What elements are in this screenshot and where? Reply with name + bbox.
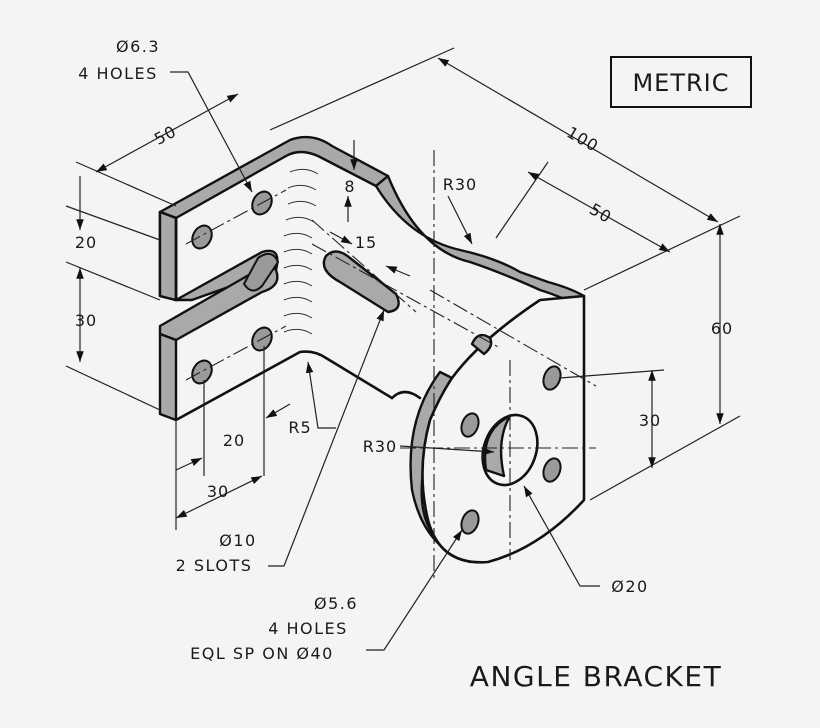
callout-slots-line1: Ø10 [219,531,256,550]
tab-hole-2 [191,224,213,250]
flange-hole-right [542,457,562,483]
radius-r5: R5 [288,418,311,437]
dim-8: 8 [344,177,355,196]
flange-hole-bottom [460,509,480,535]
lower-tab-side [158,332,178,422]
metric-label: METRIC [632,69,729,97]
callout-holes-5-6-line2: 4 HOLES [268,619,348,638]
top-r30-blend [374,174,586,308]
dim-60: 60 [711,319,733,338]
dim-50-top: 50 [151,122,180,149]
dim-30-left: 30 [75,311,97,330]
dim-20-bottom: 20 [223,431,245,450]
bend-hatching [283,168,319,335]
drawing-title: ANGLE BRACKET [470,660,722,693]
upper-tab-side [158,210,178,302]
annotations: Ø6.3 4 HOLES 50 100 50 8 15 R30 20 30 60… [75,37,733,663]
dim-50-right: 50 [586,199,615,227]
dim-15: 15 [355,233,377,252]
tab-hole-4 [191,359,213,385]
dim-30-right: 30 [639,411,661,430]
callout-holes-6-3-line1: Ø6.3 [116,37,160,56]
radius-r30-flange: R30 [363,437,397,456]
metric-box: METRIC [610,56,752,108]
slot-right [322,250,400,314]
flange-hole-left [460,412,480,438]
flange-hole-top [542,365,562,391]
dim-20-left: 20 [75,233,97,252]
callout-holes-5-6-line1: Ø5.6 [314,594,358,613]
callout-bore: Ø20 [611,577,648,596]
callout-holes-5-6-line3: EQL SP ON Ø40 [190,644,334,663]
callout-holes-6-3-line2: 4 HOLES [78,64,158,83]
callout-slots-line2: 2 SLOTS [176,556,253,575]
dimension-lines [65,47,741,651]
slot-left [242,252,280,292]
radius-r30-top: R30 [443,175,477,194]
dim-30-bottom: 30 [207,482,229,501]
